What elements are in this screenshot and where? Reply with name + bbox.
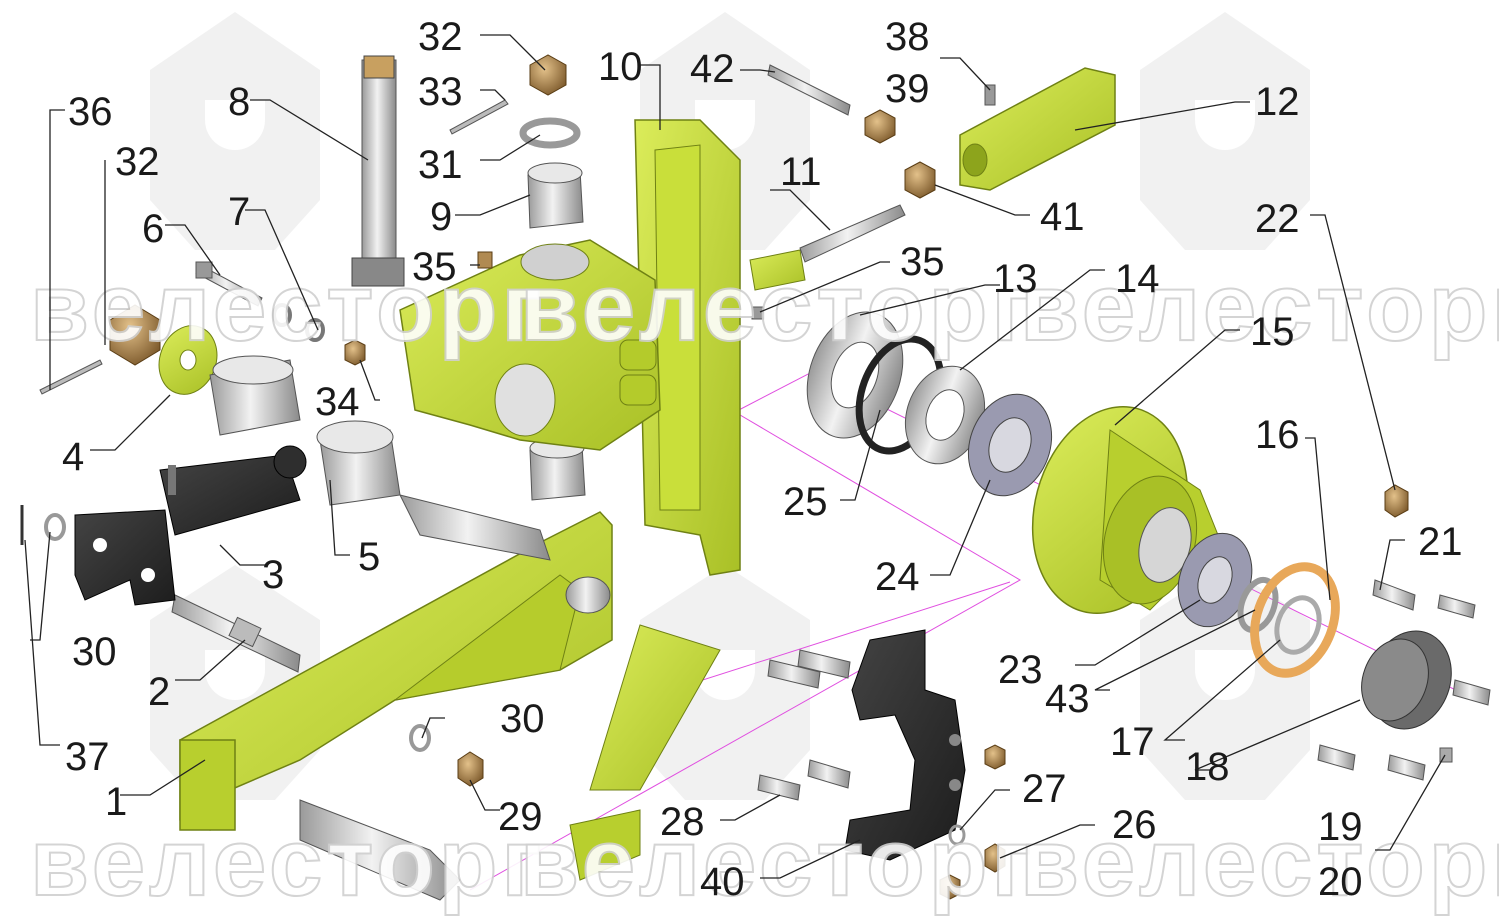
label-part-35-left: 35: [412, 245, 457, 289]
label-part-38: 38: [885, 15, 930, 59]
part-5-bushing-upper: [209, 355, 301, 436]
label-part-29: 29: [498, 795, 543, 839]
label-part-10: 10: [598, 45, 643, 89]
label-part-41: 41: [1040, 195, 1085, 239]
label-part-39: 39: [885, 67, 930, 111]
label-part-16: 16: [1255, 413, 1300, 457]
part-5-bushing: [316, 420, 401, 506]
label-part-26: 26: [1112, 803, 1157, 847]
label-part-11: 11: [780, 150, 822, 194]
label-part-24: 24: [875, 555, 920, 599]
label-part-30-center: 30: [500, 697, 545, 741]
watermark-text: велесторг: [30, 809, 545, 916]
label-part-6: 6: [142, 207, 164, 251]
label-part-21: 21: [1418, 520, 1463, 564]
label-part-32-left: 32: [115, 140, 160, 184]
label-part-15: 15: [1250, 310, 1295, 354]
part-3-cylinder-bracket: [74, 445, 307, 606]
part-8-kingpin: [351, 55, 405, 287]
watermark-text: велесторг: [30, 254, 545, 361]
label-part-1: 1: [105, 780, 127, 824]
watermark-text: велесторг: [1020, 254, 1499, 361]
small-hardware: [20, 64, 1453, 846]
label-part-17: 17: [1110, 720, 1155, 764]
label-part-36: 36: [68, 90, 113, 134]
part-23-bearing: [1177, 532, 1253, 628]
part-6-bolt: [195, 261, 263, 307]
label-part-31: 31: [418, 143, 463, 187]
part-number-labels: 1 2 3 4 5 6 7 8 9 10 11 12 13 14 15 16 1…: [62, 15, 1463, 904]
part-28-steering-lever: [569, 624, 851, 881]
label-part-25: 25: [783, 480, 828, 524]
watermark-text: велесторг: [520, 254, 1035, 361]
part-11-tie-rod-end: [749, 204, 906, 291]
part-21-wheel-studs: [1317, 579, 1491, 781]
part-15-hub: [1031, 405, 1221, 615]
label-part-27: 27: [1022, 767, 1067, 811]
label-part-40: 40: [700, 860, 745, 904]
label-part-14: 14: [1115, 257, 1160, 301]
label-part-18: 18: [1185, 745, 1230, 789]
label-part-3: 3: [262, 553, 284, 597]
label-part-20: 20: [1318, 860, 1363, 904]
part-9-bushing: [527, 162, 584, 229]
part-18-hub-cap: [1361, 630, 1452, 730]
part-17-lock-washer: [1274, 595, 1322, 655]
watermark-text: велесторг: [1020, 809, 1499, 916]
label-part-43: 43: [1045, 677, 1090, 721]
label-part-33: 33: [418, 70, 463, 114]
label-part-13: 13: [993, 257, 1038, 301]
label-part-8: 8: [228, 80, 250, 124]
part-16-gasket: [1250, 562, 1340, 678]
part-10-vertical-bracket: [634, 119, 741, 576]
label-part-4: 4: [62, 435, 84, 479]
part-12-tie-bar: [959, 67, 1116, 191]
label-part-23: 23: [998, 648, 1043, 692]
part-24-bearing: [967, 393, 1053, 497]
label-part-30-left: 30: [72, 630, 117, 674]
label-part-7: 7: [228, 190, 250, 234]
label-part-28: 28: [660, 800, 705, 844]
part-knuckle-body: [399, 239, 661, 451]
part-13-seal-plate: [806, 311, 904, 439]
watermark: велесторг велесторг велесторг велесторг …: [29, 253, 1499, 917]
label-part-5: 5: [358, 535, 380, 579]
label-part-2: 2: [148, 670, 170, 714]
nuts-bronze: [109, 54, 1409, 900]
leader-lines: [24, 34, 1446, 879]
label-part-34: 34: [315, 380, 360, 424]
label-part-37: 37: [65, 735, 110, 779]
part-2-pin: [171, 594, 301, 673]
label-part-9: 9: [430, 195, 452, 239]
label-part-19: 19: [1318, 805, 1363, 849]
label-part-22: 22: [1255, 197, 1300, 241]
label-part-42: 42: [690, 47, 735, 91]
label-part-35-right: 35: [900, 240, 945, 284]
label-part-32-top: 32: [418, 15, 463, 59]
part-1-steering-arm: [179, 494, 613, 901]
part-40-brake-bracket: [844, 629, 966, 861]
part-7-washers: [272, 303, 325, 342]
watermark-text: велесторг: [520, 809, 1035, 916]
label-part-12: 12: [1255, 80, 1300, 124]
part-4-washer: [158, 325, 218, 395]
part-43-washer: [1237, 576, 1279, 634]
